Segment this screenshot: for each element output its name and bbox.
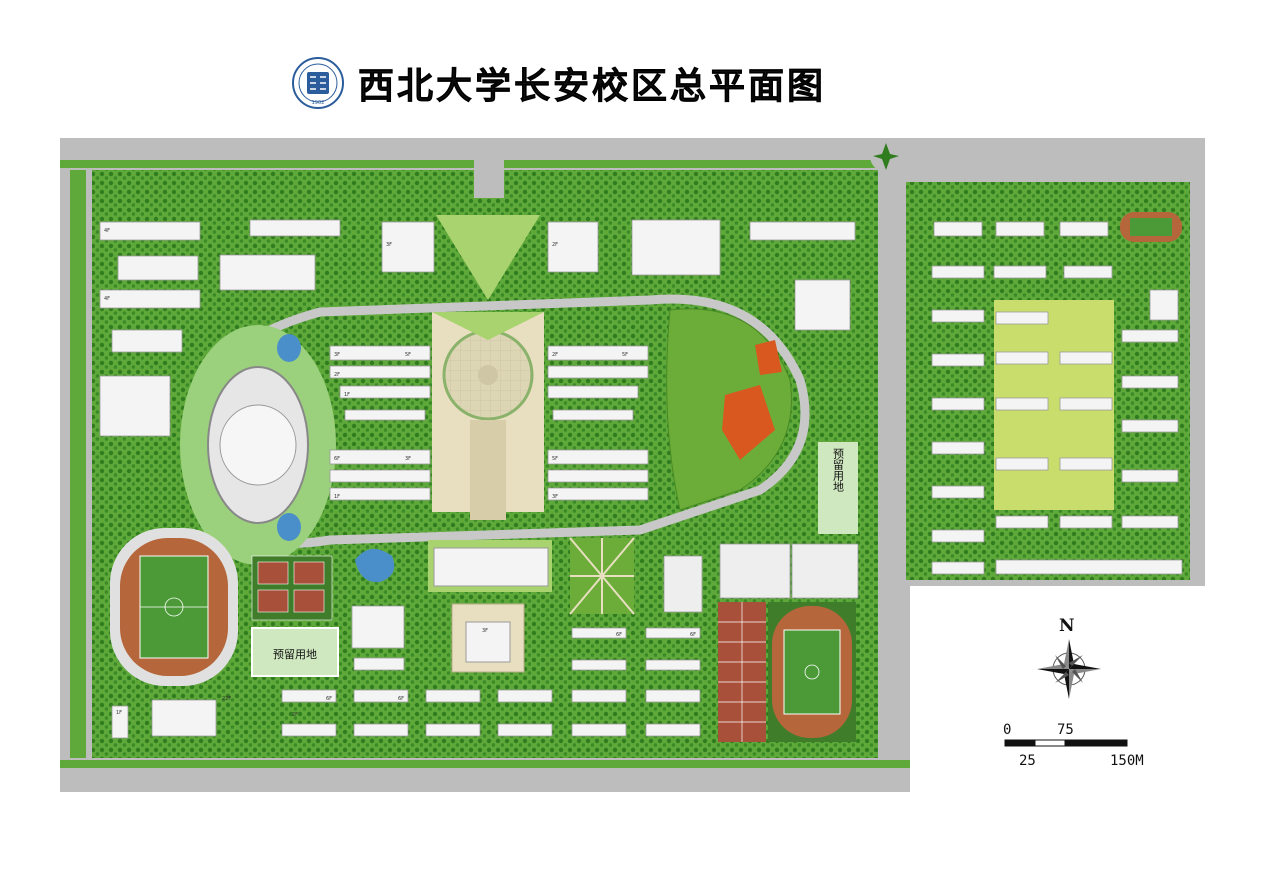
residential-buildings [931,221,1183,575]
scale-bar [1004,739,1128,747]
lake-south [355,548,395,583]
roundabout-star-icon [873,143,899,170]
floor-label: 3F [482,628,488,634]
west-green-belt [70,170,86,758]
page-title: 西北大学长安校区总平面图 [358,65,827,108]
floor-label: 3F [386,242,392,248]
running-track-east [768,602,856,742]
scale-tick-150m: 150M [1110,753,1144,769]
north-buildings [99,219,856,437]
running-track-west [110,528,238,686]
gate-lawn-east [488,215,540,300]
floor-label: 4F [104,228,110,234]
reserved-label-west: 预留用地 [273,648,317,661]
garden-paths [569,537,635,615]
plaza-center [478,365,498,385]
floor-label: 3F [405,456,411,462]
gate-lawn-west [436,215,488,300]
plaza-axis [470,420,506,520]
floor-label: 6F [334,456,340,462]
residential-field [1130,218,1172,236]
floor-label: 3F [552,494,558,500]
north-gate-road [474,138,504,198]
stadium-roof [219,404,297,486]
floor-label: 2F [552,352,558,358]
gym-halls [663,543,859,613]
map-title-bar: 1902 西北大学长安校区总平面图 [292,56,826,110]
floor-label: 2F [552,242,558,248]
floor-label: 5F [405,352,411,358]
north-label: N [1059,616,1075,636]
floor-label: 6F [616,632,622,638]
flower-bed-small [755,340,782,375]
scale-tick-75: 75 [1057,722,1074,738]
floor-label: 5F [552,456,558,462]
pond-north [277,334,301,362]
academic-east [547,345,649,501]
floor-label: 1F [344,392,350,398]
reserved-label-east: 预留用地 [832,448,845,492]
floor-label: 5F [622,352,628,358]
floor-label: 2F [292,712,298,718]
floor-label: 2F [334,372,340,378]
floor-label: 1F [116,710,122,716]
flower-bed-large [722,385,775,460]
floor-label: 6F [398,696,404,702]
floor-labels: 3F 5F 2F 1F 6F 3F 1F 2F 5F 5F 3F 6F 6F 4… [104,228,696,718]
floor-label: 6F [326,696,332,702]
sport-courts-east [718,602,766,742]
emblem-year: 1902 [312,100,325,106]
scale-tick-0: 0 [1003,722,1012,738]
reserved-plot-east [818,442,858,534]
reserved-plot-west [251,627,339,677]
floor-label: 22F [222,696,231,702]
floor-label: 6F [690,632,696,638]
academic-west [329,345,431,501]
plaza-lawn-north [432,312,544,340]
main-campus: 预留用地 预留用地 [60,138,910,792]
pond-south [277,513,301,541]
compass-rose-icon [1037,639,1101,699]
floor-label: 1F [334,494,340,500]
floor-label: 4F [104,296,110,302]
residential-district [893,138,1205,586]
dormitory-blocks [111,605,701,739]
university-emblem-icon: 1902 [292,57,344,109]
floor-label: 3F [334,352,340,358]
scale-tick-25: 25 [1019,753,1036,769]
south-green-belt [60,760,910,768]
library-block [428,540,552,673]
sport-courts-west [251,555,333,621]
